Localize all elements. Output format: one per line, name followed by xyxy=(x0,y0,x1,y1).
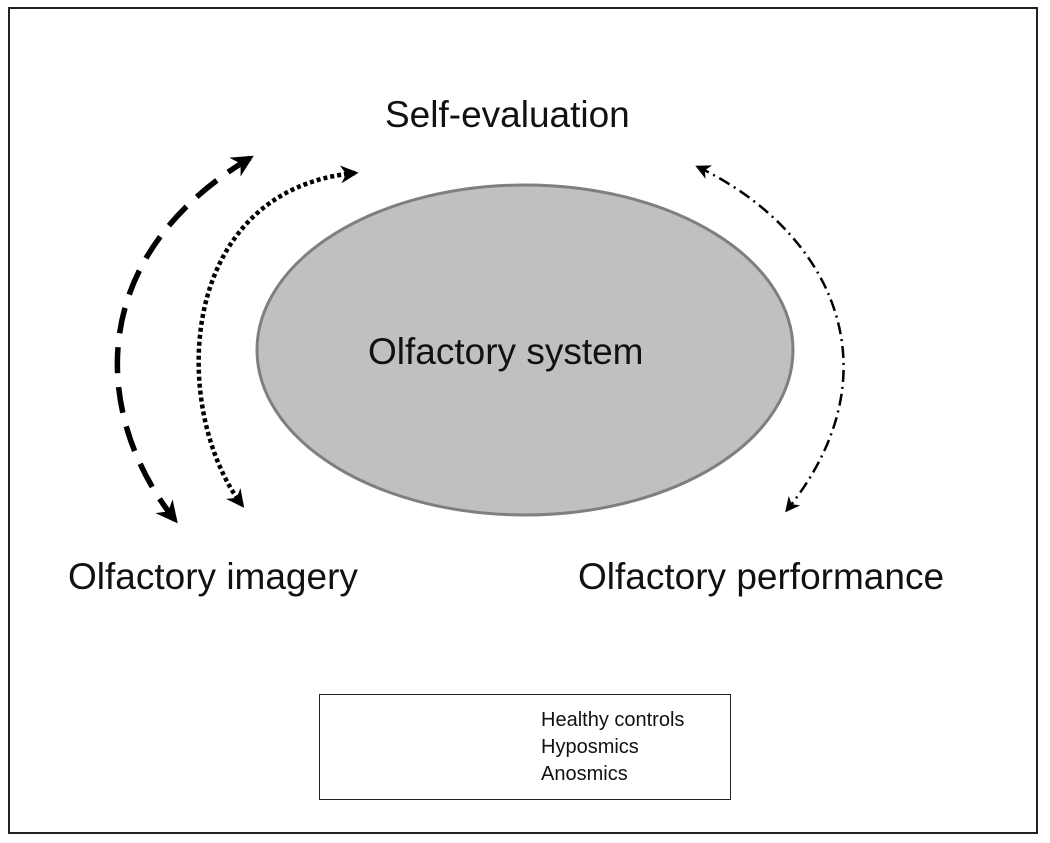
legend-label-anosmics: Anosmics xyxy=(541,763,628,785)
node-olfactory-performance: Olfactory performance xyxy=(578,556,945,597)
legend-label-hyposmics: Hyposmics xyxy=(541,736,639,758)
legend-label-healthy-controls: Healthy controls xyxy=(541,709,685,731)
node-self-evaluation: Self-evaluation xyxy=(385,94,630,135)
center-label: Olfactory system xyxy=(368,331,644,372)
healthy-controls-arrow xyxy=(196,165,359,508)
legend xyxy=(319,694,731,800)
hyposmics-arrow xyxy=(114,155,254,524)
anosmics-arrow xyxy=(695,165,845,513)
node-olfactory-imagery: Olfactory imagery xyxy=(68,556,358,597)
